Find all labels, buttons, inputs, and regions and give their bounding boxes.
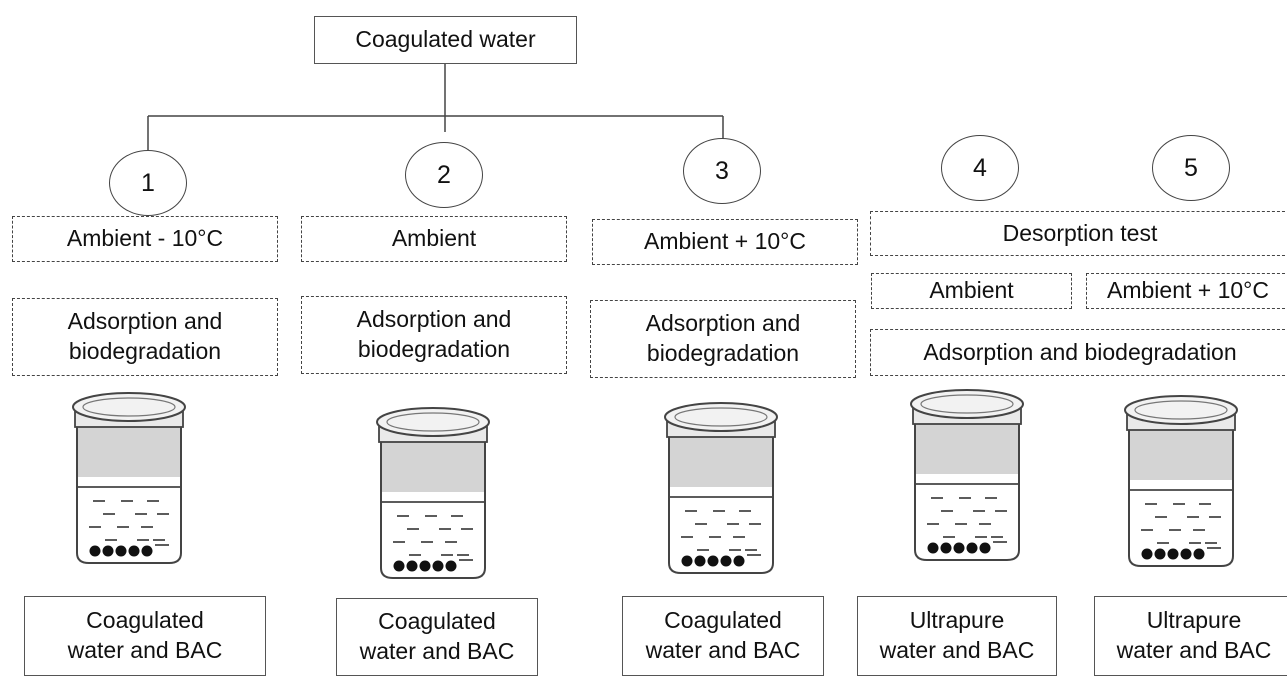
jar-lid-top	[72, 392, 186, 422]
bac-particle	[89, 545, 101, 557]
temperature-box-3: Ambient + 10°C	[592, 219, 858, 265]
process-label: Adsorption and biodegradation	[923, 338, 1237, 365]
step-circle-1: 1	[109, 150, 187, 216]
temperature-label: Ambient	[391, 225, 477, 252]
bac-particle	[432, 560, 444, 572]
bac-particle	[940, 542, 952, 554]
desorption-test-box: Desorption test	[870, 211, 1287, 256]
process-line: Adsorption and	[645, 310, 801, 337]
step-circle-3: 3	[683, 138, 761, 204]
jar-lid-inner	[82, 397, 176, 417]
bac-particle	[966, 542, 978, 554]
process-line: Adsorption and	[67, 308, 223, 335]
step-number: 3	[715, 156, 729, 185]
bac-particle	[979, 542, 991, 554]
sample-box-3: Coagulated water and BAC	[622, 596, 824, 676]
jar-body-outline	[914, 420, 1020, 561]
process-box-2: Adsorption and biodegradation	[301, 296, 567, 374]
jar-glass-band	[381, 438, 485, 492]
sample-box-4: Ultrapure water and BAC	[857, 596, 1057, 676]
bac-particle	[720, 555, 732, 567]
bac-particle	[694, 555, 706, 567]
process-box-desorption: Adsorption and biodegradation	[870, 329, 1287, 376]
sample-line: Ultrapure	[1146, 607, 1242, 634]
bac-particle	[1141, 548, 1153, 560]
temperature-label: Ambient	[929, 277, 1014, 304]
bac-particle	[419, 560, 431, 572]
process-box-3: Adsorption and biodegradation	[590, 300, 856, 378]
bac-particle	[733, 555, 745, 567]
bac-particle	[1193, 548, 1205, 560]
step-number: 2	[437, 160, 451, 189]
bac-particle	[445, 560, 457, 572]
root-box: Coagulated water	[314, 16, 577, 64]
bac-particle	[681, 555, 693, 567]
jar-body-outline	[1128, 426, 1234, 567]
sample-line: Coagulated	[664, 607, 782, 634]
sample-line: water and BAC	[645, 637, 801, 663]
temperature-box-5: Ambient + 10°C	[1086, 273, 1287, 309]
bac-particle	[102, 545, 114, 557]
sample-line: water and BAC	[359, 638, 515, 664]
sample-box-5: Ultrapure water and BAC	[1094, 596, 1287, 676]
step-number: 5	[1184, 153, 1198, 182]
bac-particle	[141, 545, 153, 557]
bac-particle	[953, 542, 965, 554]
sample-line: Ultrapure	[909, 607, 1005, 634]
process-line: Adsorption and	[356, 306, 512, 333]
jar-lid-top	[1124, 395, 1238, 425]
process-line: biodegradation	[357, 336, 511, 362]
process-line: biodegradation	[68, 338, 222, 364]
bac-particle	[1180, 548, 1192, 560]
jar-lid-inner	[1134, 400, 1228, 420]
temperature-box-4: Ambient	[871, 273, 1072, 309]
root-label: Coagulated water	[355, 26, 536, 53]
jar-glass-band	[1129, 426, 1233, 480]
temperature-box-2: Ambient	[301, 216, 567, 262]
jar-body-outline	[668, 433, 774, 574]
step-circle-4: 4	[941, 135, 1019, 201]
sample-line: water and BAC	[67, 637, 223, 663]
temperature-label: Ambient + 10°C	[644, 228, 806, 255]
jar-glass-band	[77, 423, 181, 477]
bac-particle	[406, 560, 418, 572]
bac-particle	[927, 542, 939, 554]
bac-particle	[393, 560, 405, 572]
sample-box-2: Coagulated water and BAC	[336, 598, 538, 676]
process-line: biodegradation	[646, 340, 800, 366]
step-circle-5: 5	[1152, 135, 1230, 201]
jar-body-outline	[76, 423, 182, 564]
jar-lid-inner	[674, 407, 768, 427]
bac-particle	[1154, 548, 1166, 560]
sample-line: water and BAC	[879, 637, 1035, 663]
sample-line: Coagulated	[86, 607, 204, 634]
bac-particle	[115, 545, 127, 557]
jar-lid-top	[910, 389, 1024, 419]
jar-lid-top	[376, 407, 490, 437]
bac-particle	[1167, 548, 1179, 560]
process-box-1: Adsorption and biodegradation	[12, 298, 278, 376]
temperature-box-1: Ambient - 10°C	[12, 216, 278, 262]
step-number: 4	[973, 153, 987, 182]
desorption-title: Desorption test	[1002, 219, 1158, 246]
jar-lid-inner	[920, 394, 1014, 414]
sample-line: Coagulated	[378, 608, 496, 635]
sample-line: water and BAC	[1116, 637, 1272, 663]
sample-box-1: Coagulated water and BAC	[24, 596, 266, 676]
jar-lid-inner	[386, 412, 480, 432]
jar-glass-band	[915, 420, 1019, 474]
bac-particle	[707, 555, 719, 567]
temperature-label: Ambient - 10°C	[66, 225, 224, 252]
temperature-label: Ambient + 10°C	[1107, 277, 1269, 304]
step-circle-2: 2	[405, 142, 483, 208]
jar-glass-band	[669, 433, 773, 487]
step-number: 1	[141, 168, 155, 197]
jar-lid-top	[664, 402, 778, 432]
jar-body-outline	[380, 438, 486, 579]
bac-particle	[128, 545, 140, 557]
